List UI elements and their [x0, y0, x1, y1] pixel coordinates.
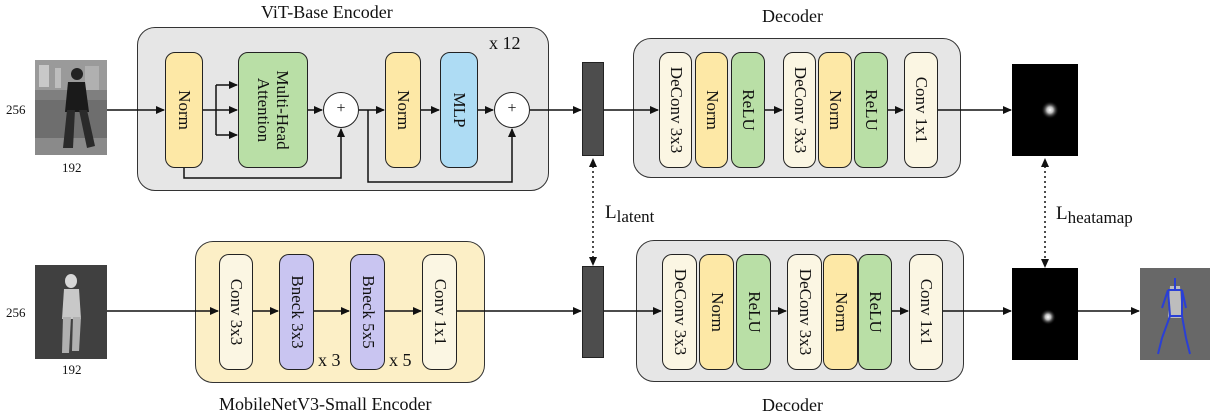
vit-norm-2: Norm	[385, 52, 421, 168]
vit-encoder-title: ViT-Base Encoder	[261, 2, 393, 22]
bottom-heatmap-spot	[1040, 309, 1056, 325]
bottom-input-image	[35, 265, 107, 359]
mobilenet-encoder-title: MobileNetV3-Small Encoder	[219, 394, 432, 414]
skeleton-overlay	[1140, 268, 1210, 360]
top-dec-deconv-1: DeConv 3x3	[659, 52, 692, 168]
skeleton-output-image	[1140, 268, 1210, 360]
bottom-dec-deconv-2: DeConv 3x3	[787, 254, 822, 370]
top-input-image	[35, 60, 107, 155]
latent-loss-label: Llatent	[605, 202, 655, 226]
bottom-dec-deconv-1: DeConv 3x3	[662, 254, 697, 370]
bottom-dec-conv1x1: Conv 1x1	[909, 254, 943, 370]
bottom-heatmap-output	[1012, 268, 1078, 360]
top-dec-deconv-2: DeConv 3x3	[783, 52, 816, 168]
top-heatmap-output	[1012, 64, 1078, 156]
bottom-dec-relu-1: ReLU	[736, 254, 771, 370]
bottom-dec-norm-1: Norm	[699, 254, 734, 370]
heatmap-loss-sub: heatamap	[1067, 208, 1133, 227]
bottom-dec-norm-2: Norm	[823, 254, 858, 370]
bottom-dec-relu-2: ReLU	[858, 254, 892, 370]
top-decoder-title: Decoder	[762, 6, 823, 26]
vit-add-2: +	[494, 92, 530, 128]
top-dec-conv1x1: Conv 1x1	[904, 52, 938, 168]
top-heatmap-spot	[1041, 101, 1059, 119]
top-input-photo	[35, 60, 107, 155]
heatmap-loss-main: L	[1056, 203, 1068, 224]
vit-repeat-label: x 12	[489, 33, 521, 53]
bottom-input-width: 192	[62, 362, 82, 377]
top-dec-norm-2: Norm	[818, 52, 852, 168]
bottom-input-height: 256	[6, 305, 26, 320]
bottom-input-thermal	[35, 265, 107, 359]
heatmap-loss-label: Lheatamap	[1056, 203, 1133, 227]
mobilenet-conv3x3: Conv 3x3	[219, 254, 253, 370]
vit-norm-1: Norm	[165, 52, 203, 168]
top-dec-relu-1: ReLU	[731, 52, 765, 168]
top-dec-norm-1: Norm	[695, 52, 728, 168]
top-input-height: 256	[6, 102, 26, 117]
mobilenet-conv1x1: Conv 1x1	[422, 254, 457, 370]
latent-loss-sub: latent	[616, 207, 655, 226]
mobilenet-bneck5x5: Bneck 5x5	[350, 254, 385, 370]
bneck5x5-repeat: x 5	[389, 350, 412, 370]
vit-multi-head-attention: Multi-Head Attention	[238, 52, 308, 168]
vit-mlp: MLP	[440, 52, 478, 168]
latent-top	[582, 62, 604, 156]
mobilenet-bneck3x3: Bneck 3x3	[279, 254, 314, 370]
top-dec-relu-2: ReLU	[854, 52, 888, 168]
top-input-width: 192	[62, 160, 82, 175]
latent-loss-main: L	[605, 202, 617, 223]
vit-add-1: +	[323, 92, 359, 128]
latent-bottom	[582, 266, 604, 358]
bneck3x3-repeat: x 3	[318, 350, 341, 370]
bottom-decoder-title: Decoder	[762, 395, 823, 415]
